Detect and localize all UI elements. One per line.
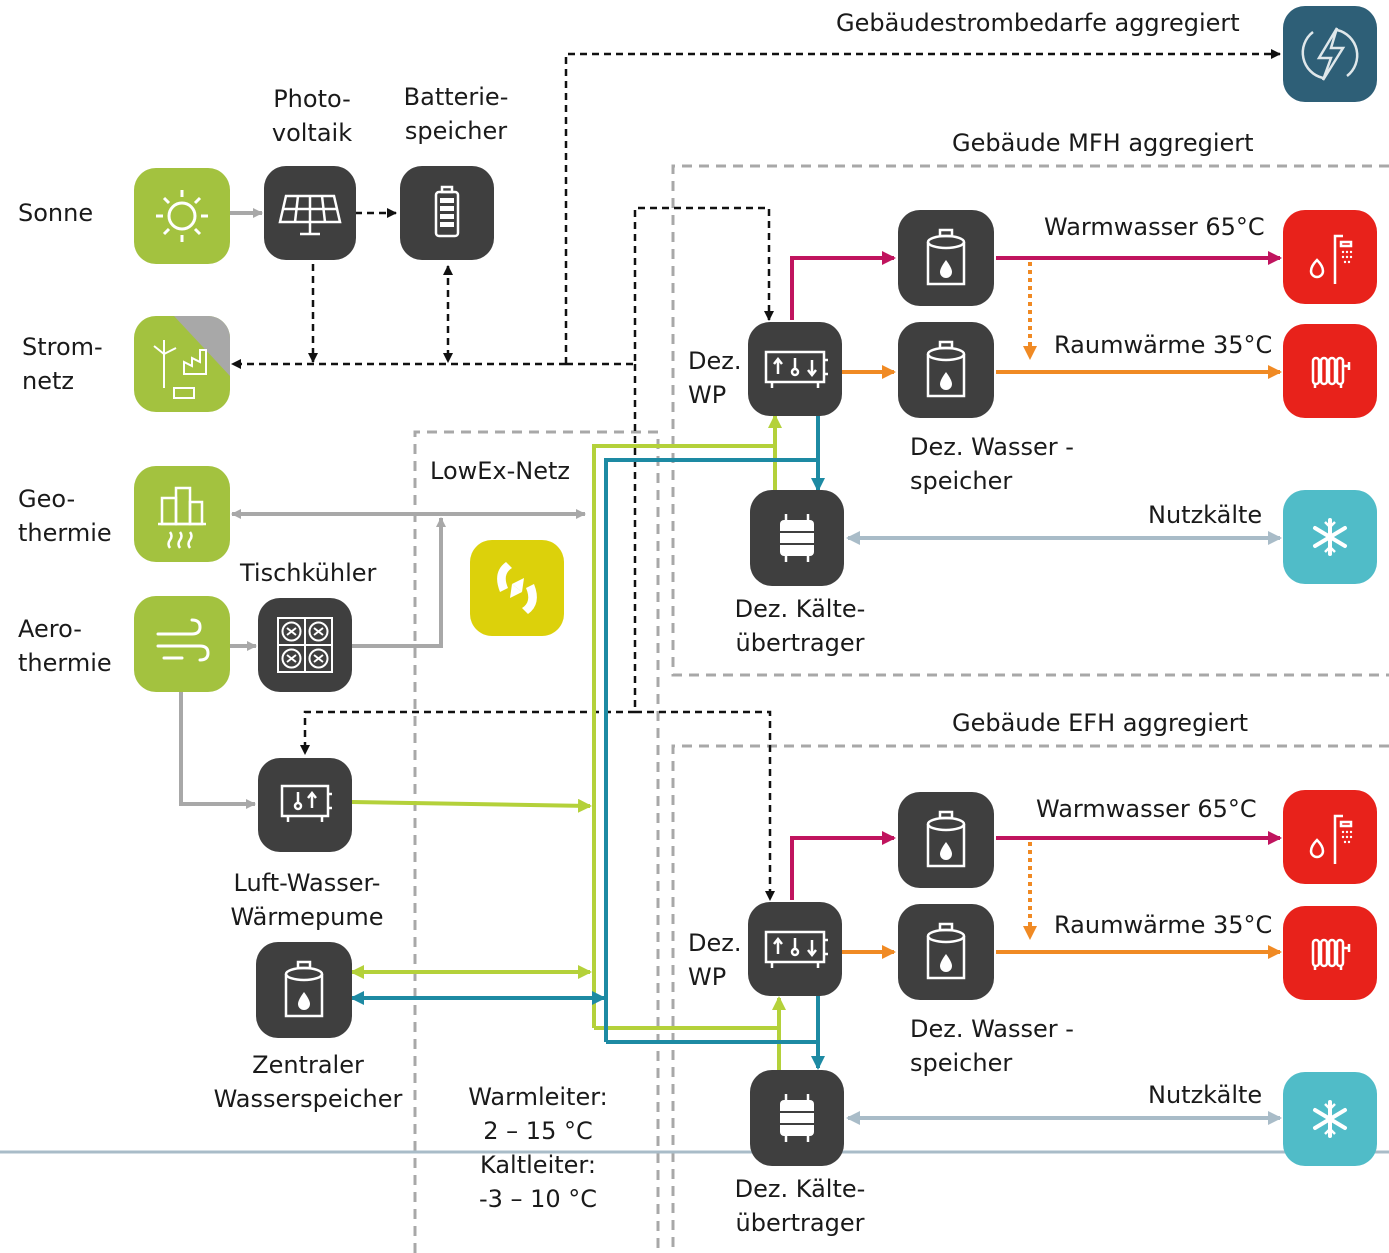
efh-heat-pump-tile: [748, 902, 842, 996]
mfh-wp-to-hw-storage: [790, 251, 896, 320]
aerothermal-label: Aero- thermie: [18, 615, 112, 677]
efh-cooling-tile: [1283, 1072, 1377, 1166]
battery-tile: [400, 166, 494, 260]
bus-to-power-demand: [564, 49, 1281, 364]
efh-hot-water-label: Warmwasser 65°C: [1036, 795, 1257, 823]
grid-label: Strom- netz: [22, 333, 103, 395]
aero-to-airhp: [179, 690, 256, 809]
wind-icon: [156, 618, 210, 662]
aerothermal-tile: [134, 596, 230, 692]
dry-cooler-tile: [258, 598, 352, 692]
geothermal-tile: [134, 466, 230, 562]
cold-exchanger-icon: [780, 1094, 814, 1142]
bus-to-efh-wp: [635, 710, 775, 901]
central-storage-label: Zentraler Wasserspeicher: [213, 1051, 403, 1113]
warm-conductor: [350, 414, 786, 1070]
power-demand-label: Gebäudestrombedarfe aggregiert: [836, 9, 1240, 37]
efh-space-heat-label: Raumwärme 35°C: [1054, 911, 1273, 939]
lowex-net-boundary: [413, 430, 660, 1253]
heat-pump-icon: [280, 784, 332, 822]
cold-conductor: [350, 414, 825, 1070]
mfh-cooling-label: Nutzkälte: [1148, 501, 1263, 529]
air-heat-pump-label: Luft-Wasser- Wärmepume: [230, 869, 384, 931]
mfh-storage-label: Dez. Wasser - speicher: [910, 433, 1074, 495]
mfh-hot-water-tile: [1283, 210, 1377, 304]
fan-grid-icon: [277, 617, 333, 673]
mfh-cold-exchanger-label: Dez. Kälte- übertrager: [734, 595, 866, 657]
bus-to-airhp: [300, 364, 637, 755]
snowflake-icon: [1313, 1100, 1347, 1138]
mfh-cooling-tile: [1283, 490, 1377, 584]
efh-boundary: [671, 744, 1389, 1253]
water-tank-icon: [926, 340, 966, 398]
mfh-flows: [790, 251, 1282, 545]
efh-hot-water-tile: [1283, 790, 1377, 884]
geothermal-label: Geo- thermie: [18, 485, 112, 547]
lowex-logo-tile: [470, 540, 564, 636]
heat-pump-icon: [764, 350, 828, 388]
cold-exchanger-icon: [780, 514, 814, 562]
water-tank-icon: [926, 922, 966, 980]
efh-cold-exchanger-tile: [750, 1070, 844, 1166]
heat-pump-icon: [764, 930, 828, 968]
mfh-heat-pump-label: Dez. WP: [688, 347, 742, 409]
radiator-icon: [1311, 356, 1351, 388]
warm-main: [592, 444, 775, 1028]
electric-flows: [231, 49, 1281, 901]
power-grid-tile: [134, 316, 230, 412]
water-tank-icon: [926, 810, 966, 868]
efh-title: Gebäude EFH aggregiert: [952, 709, 1249, 737]
net-temperatures-label: Warmleiter: 2 – 15 °C Kaltleiter: -3 – 1…: [468, 1083, 608, 1213]
sun-icon: [156, 190, 208, 242]
mfh-sh-storage-tile: [898, 322, 994, 418]
efh-flows: [790, 831, 1282, 1125]
mfh-hot-water-label: Warmwasser 65°C: [1044, 213, 1265, 241]
drycooler-to-lowex: [352, 517, 446, 648]
shower-flame-icon: [1309, 234, 1353, 284]
pv-label: Photo- voltaik: [271, 85, 353, 147]
mfh-boundary: [671, 164, 1389, 677]
efh-sh-storage-tile: [898, 904, 994, 1000]
mfh-space-heat-label: Raumwärme 35°C: [1054, 331, 1273, 359]
mfh-space-heat-tile: [1283, 324, 1377, 418]
efh-hw-storage-tile: [898, 792, 994, 888]
geothermal-city-icon: [158, 486, 206, 549]
water-tank-icon: [284, 960, 324, 1018]
air-heat-pump-tile: [258, 758, 352, 852]
efh-heat-pump-label: Dez. WP: [688, 929, 742, 991]
mfh-title: Gebäude MFH aggregiert: [952, 129, 1254, 157]
efh-cooling-label: Nutzkälte: [1148, 1081, 1263, 1109]
efh-space-heat-tile: [1283, 906, 1377, 1000]
bus-to-mfh-wp: [566, 206, 774, 366]
radiator-icon: [1311, 938, 1351, 970]
solar-panel-icon: [278, 194, 342, 236]
efh-storage-label: Dez. Wasser - speicher: [910, 1015, 1074, 1077]
airhp-to-warm: [351, 798, 592, 813]
efh-wp-to-hw-storage: [790, 831, 896, 900]
battery-label: Batterie- speicher: [403, 83, 509, 145]
sun-label: Sonne: [18, 199, 94, 227]
cold-main: [604, 458, 818, 1042]
pv-tile: [264, 166, 356, 260]
mfh-heat-pump-tile: [748, 322, 842, 416]
boundaries: [413, 164, 1389, 1253]
central-storage-tile: [256, 942, 352, 1038]
shower-flame-icon: [1309, 814, 1353, 864]
dry-cooler-label: Tischkühler: [240, 559, 377, 587]
lowex-net-label: LowEx-Netz: [430, 457, 571, 485]
efh-cold-exchanger-label: Dez. Kälte- übertrager: [734, 1175, 866, 1237]
lowex-logo-icon: [497, 562, 537, 614]
power-demand-tile: [1283, 6, 1377, 102]
power-grid-icon: [134, 316, 230, 412]
sun-tile: [134, 168, 230, 264]
snowflake-icon: [1313, 518, 1347, 556]
grey-flows: [179, 208, 586, 809]
water-tank-icon: [926, 228, 966, 286]
battery-icon: [434, 185, 460, 238]
mfh-cold-exchanger-tile: [750, 490, 844, 586]
mfh-hw-storage-tile: [898, 210, 994, 306]
lightning-icon: [1301, 27, 1359, 81]
